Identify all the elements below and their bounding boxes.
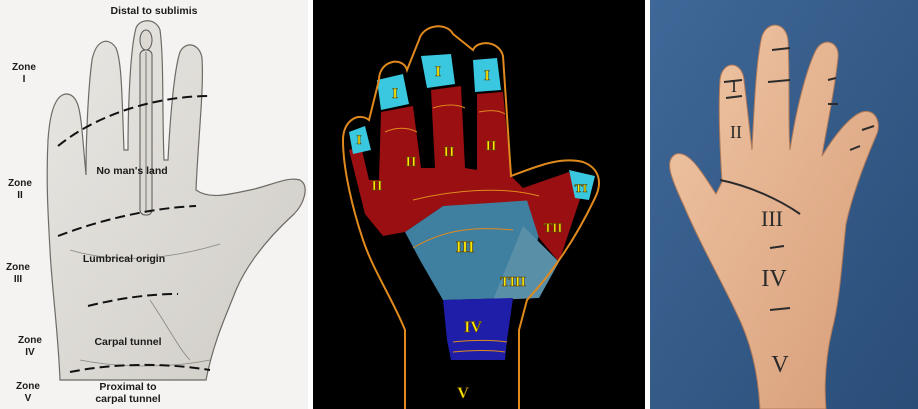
ink-mark-IV: IV (761, 266, 787, 292)
thumb-label-TII: TII (544, 220, 563, 235)
zone-5-number: V (25, 393, 32, 404)
finger-label-I-4: I (484, 68, 490, 84)
distal-to-sublimis-label: Distal to sublimis (111, 5, 198, 17)
finger-label-I-3: I (435, 64, 441, 80)
palm-label-III: III (456, 239, 475, 256)
thumb-label-TIII: TIII (500, 275, 526, 290)
ink-mark-V: V (771, 352, 789, 378)
finger-label-I-2: I (392, 86, 398, 102)
palm-label-IV: IV (464, 319, 482, 336)
zone-3-number: III (14, 274, 23, 285)
zone-2-number: II (17, 190, 23, 201)
zone-5-word: Zone (16, 381, 40, 392)
hand-sketch-illustration: Distal to sublimis Zone I Zone II Zone I… (0, 0, 308, 409)
hand-outline (47, 21, 305, 380)
ink-mark-II: II (730, 122, 742, 142)
ink-mark-I: I (731, 76, 737, 96)
finger-label-I-1: I (356, 132, 361, 147)
finger-label-II-1: II (372, 179, 383, 194)
marked-hand-photo: I II III IV V (650, 0, 918, 409)
lumbrical-origin-label: Lumbrical origin (83, 253, 165, 265)
proximal-to-label-line2: carpal tunnel (95, 393, 160, 405)
carpal-tunnel-label: Carpal tunnel (94, 336, 161, 348)
no-mans-land-label: No man's land (96, 165, 167, 177)
colored-zone-diagram: I I I I II II II II TI TII TIII III IV V (313, 0, 645, 409)
finger-label-II-2: II (406, 155, 417, 170)
zone-4-number: IV (25, 347, 35, 358)
thumb-label-TI: TI (575, 181, 588, 195)
finger-label-II-4: II (486, 139, 497, 154)
wrist-label-V: V (457, 385, 469, 402)
zone-1-number: I (23, 74, 26, 85)
zone-labels-left: Zone I Zone II Zone III Zone IV Zone V (6, 62, 42, 404)
ink-mark-III: III (761, 206, 783, 231)
zone-2-word: Zone (8, 178, 32, 189)
finger-label-II-3: II (444, 145, 455, 160)
tendon-drawing (140, 30, 152, 215)
zone-1-word: Zone (12, 62, 36, 73)
sketch-panel: Distal to sublimis Zone I Zone II Zone I… (0, 0, 308, 409)
zone-4-word: Zone (18, 335, 42, 346)
zone-3-word: Zone (6, 262, 30, 273)
colored-zone-diagram-panel: I I I I II II II II TI TII TIII III IV V (313, 0, 645, 409)
proximal-to-label-line1: Proximal to (99, 381, 156, 393)
clinical-photo-panel: I II III IV V (650, 0, 918, 409)
